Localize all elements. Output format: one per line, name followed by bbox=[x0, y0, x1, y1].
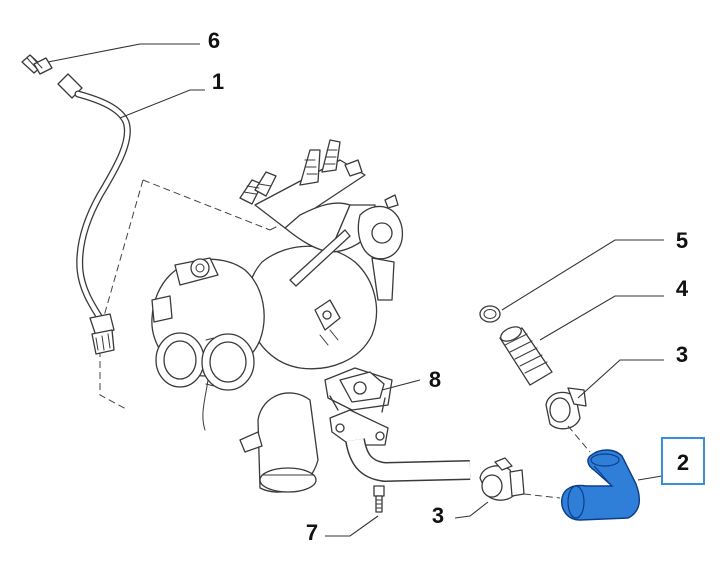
part-7-bolt bbox=[373, 485, 385, 513]
leader-3b bbox=[454, 501, 489, 519]
part-3-upper-clamp bbox=[545, 387, 587, 430]
leader-2 bbox=[637, 475, 663, 481]
oil-return-pipe bbox=[329, 409, 471, 483]
callout-3-lower: 3 bbox=[432, 503, 444, 528]
callout-7: 7 bbox=[306, 520, 318, 545]
part-8-gasket-bracket bbox=[324, 367, 393, 413]
assembly-axis-lines bbox=[523, 425, 591, 499]
leader-4 bbox=[539, 295, 664, 341]
callout-5: 5 bbox=[676, 228, 688, 253]
part-3-lower-clamp bbox=[479, 457, 525, 501]
leader-7 bbox=[325, 515, 379, 537]
turbocharger-assembly bbox=[151, 139, 403, 493]
part-1-oil-pipe bbox=[57, 73, 131, 355]
callout-4: 4 bbox=[676, 276, 689, 301]
part-6-union-fitting bbox=[21, 54, 53, 75]
callout-3-upper: 3 bbox=[676, 342, 688, 367]
leader-5 bbox=[501, 239, 664, 311]
part-4-corrugated-boot bbox=[499, 326, 553, 386]
leader-3a bbox=[577, 359, 664, 399]
leader-1 bbox=[119, 89, 205, 119]
callout-8: 8 bbox=[429, 367, 441, 392]
leader-lines bbox=[47, 43, 664, 537]
part-2-intake-hose-highlighted bbox=[561, 449, 640, 521]
callout-2-highlight-frame bbox=[661, 437, 705, 485]
callout-2: 2 bbox=[677, 450, 689, 475]
leader-6 bbox=[47, 43, 200, 63]
callout-labels: 6 1 5 4 3 8 2 3 7 bbox=[208, 28, 689, 545]
callout-1: 1 bbox=[212, 69, 224, 94]
part-5-o-ring bbox=[479, 305, 501, 323]
leader-8 bbox=[381, 379, 421, 391]
callout-6: 6 bbox=[208, 28, 220, 53]
